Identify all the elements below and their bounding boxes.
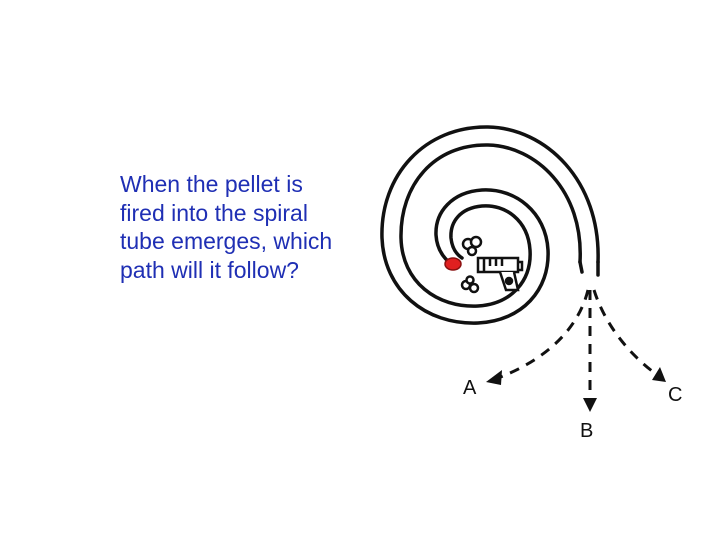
label-path-a: A <box>463 377 477 399</box>
smoke-icon <box>460 235 483 294</box>
path-a <box>486 289 590 385</box>
path-b <box>583 290 597 412</box>
pellet-icon <box>444 257 462 271</box>
label-path-b: B <box>580 420 593 442</box>
question-text: When the pellet is fired into the spiral… <box>120 171 333 283</box>
spiral-tube-icon <box>380 125 600 325</box>
label-path-c: C <box>668 384 682 406</box>
path-c <box>592 289 666 382</box>
gun-icon <box>476 256 524 292</box>
